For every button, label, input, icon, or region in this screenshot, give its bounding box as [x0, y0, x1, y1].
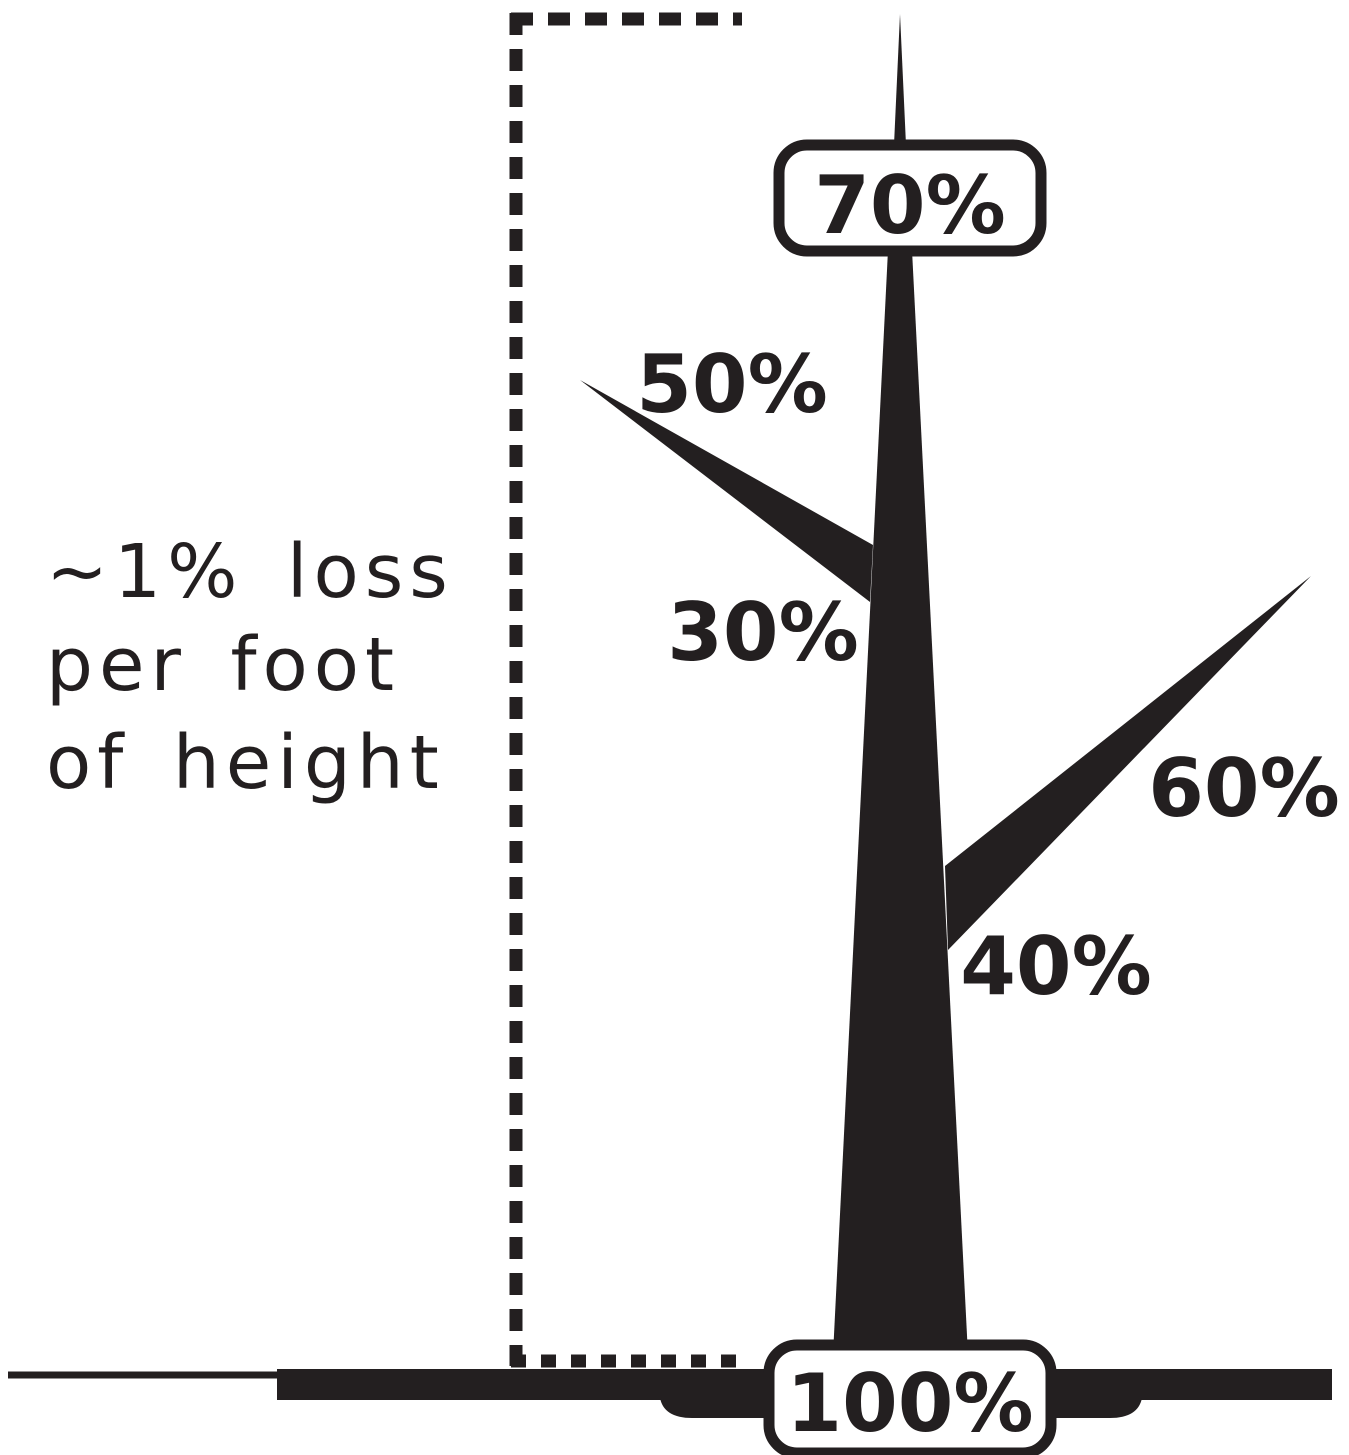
upper-branch-tip-label: 50% — [636, 338, 827, 431]
lower-branch-base-label: 40% — [960, 920, 1151, 1013]
tree-shape — [580, 14, 1311, 1355]
note-line: of height — [46, 720, 445, 806]
lower-branch-tip-label: 60% — [1148, 742, 1339, 835]
height-bracket — [509, 12, 742, 1368]
ground-label-box — [763, 1339, 1057, 1455]
top-label-box — [773, 139, 1047, 257]
upper-branch-base-label: 30% — [667, 586, 858, 679]
upper-branch — [580, 380, 873, 602]
note-line: ~1% loss — [46, 529, 454, 615]
ground-line — [8, 1369, 1332, 1418]
ground-label: 100% — [786, 1357, 1033, 1450]
note-line: per foot — [46, 622, 400, 708]
side-note: ~1% loss per foot of height — [46, 529, 454, 806]
tree-spire — [894, 14, 906, 145]
tree-trunk — [833, 250, 968, 1355]
top-label: 70% — [814, 159, 1005, 252]
lower-branch — [945, 576, 1311, 950]
